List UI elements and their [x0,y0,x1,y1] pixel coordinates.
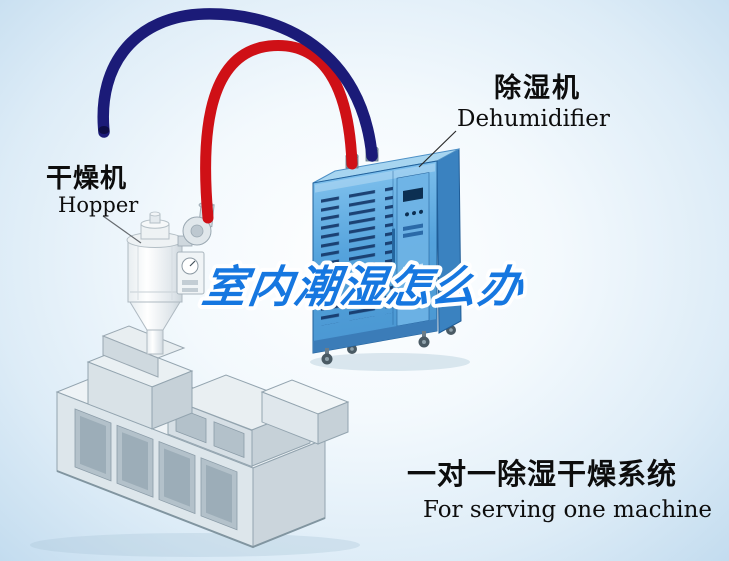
panel-inset [206,464,232,523]
panel [213,421,245,459]
panel-inset [122,432,148,491]
display-screen [403,187,423,203]
supply-pipe-end [98,126,110,134]
panel-inset [164,448,190,507]
dehumidifier-leader-line [418,130,457,168]
control-slot [182,288,198,292]
cabinet-base-band [313,319,437,353]
panel-inset [80,415,106,475]
gauge-needle [189,260,196,267]
hopper-assembly [126,211,184,355]
front-highlight [315,163,435,193]
caption-cn: 一对一除湿干燥系统 [407,457,677,491]
hopper-knob-top [149,211,161,217]
door-handle [392,228,395,263]
blower-hub [190,224,204,238]
hopper-cylinder [127,239,183,303]
hopper-cone [129,301,181,331]
hopper-control-box [176,251,205,295]
hopper-label-en: Hopper [58,193,139,217]
panel-button [419,209,423,214]
dehumidifier-machine [312,146,462,365]
supply-pipe [97,8,378,162]
pedestal-front-face [87,361,153,430]
extruder-shadow [30,533,360,557]
panel-label [403,263,423,280]
base-front-face [56,391,254,548]
cabinet-front-face [312,160,438,354]
dehumidifier-label-en: Dehumidifier [457,106,610,132]
hopper-label-cn: 干燥机 [46,164,127,194]
base-bottom-edge [56,470,326,549]
caster-wheel [321,348,333,365]
dehumidifier-shadow [310,353,470,371]
hopper-neck [146,329,164,355]
caption-en: For serving one machine [423,497,712,523]
return-pipe [200,40,358,224]
caster-wheel [418,331,430,348]
panel-slot [403,223,423,232]
panel-button [405,212,409,217]
extruder-machine [55,201,350,549]
watermark-text: 室内潮湿怎么办 [199,262,528,313]
hopper-mount-front [102,335,159,378]
panel-button [412,211,416,216]
hopper-leader-line [102,215,142,244]
tier3-front-face [261,391,319,445]
dehumidifier-label-cn: 除湿机 [494,72,581,104]
vent-grille [321,184,393,326]
panel-slot [403,230,423,239]
control-slot [182,280,198,285]
